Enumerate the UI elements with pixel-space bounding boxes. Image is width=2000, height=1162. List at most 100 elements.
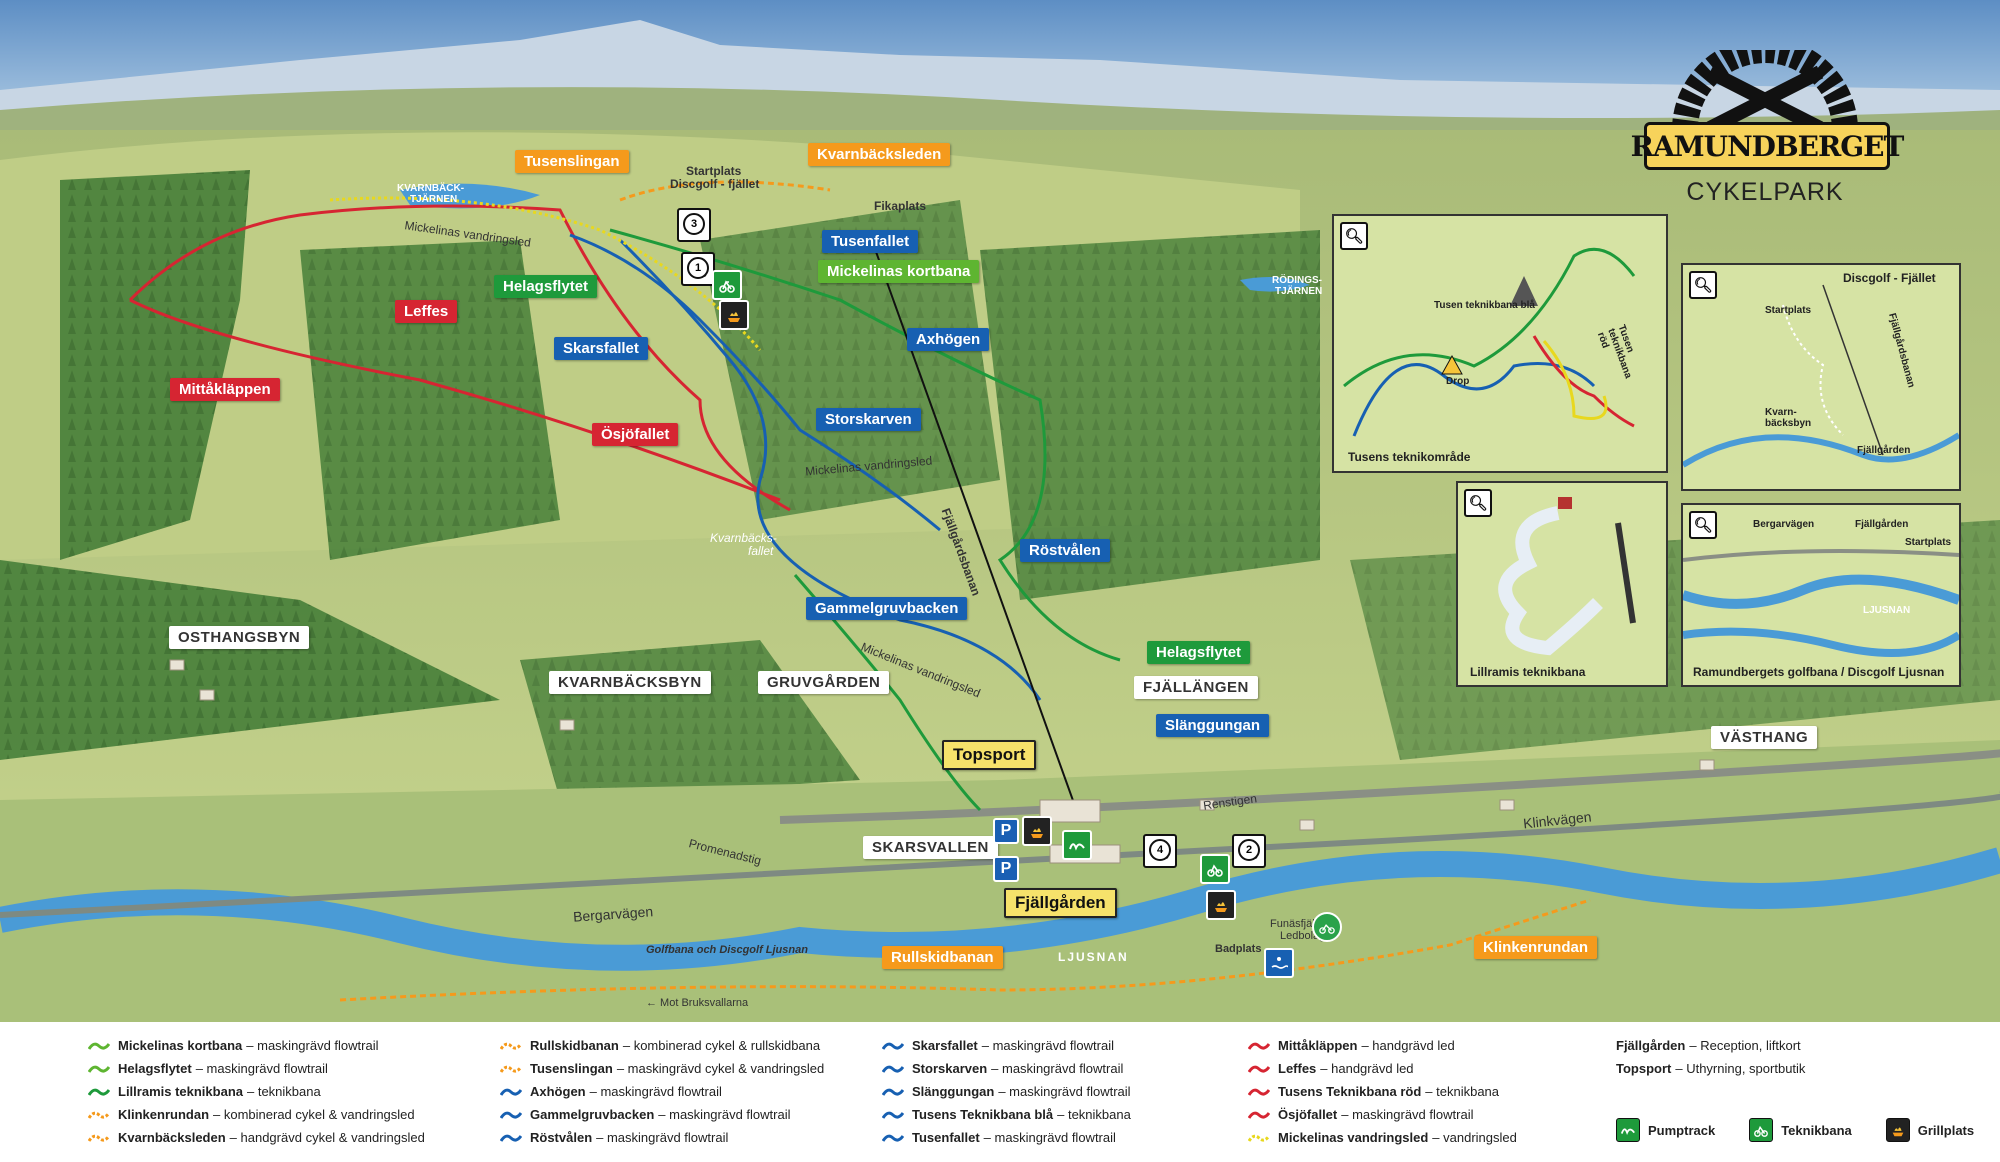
trail-label-klinkenrundan[interactable]: Klinkenrundan xyxy=(1474,936,1598,959)
trail-label-tusenslingan[interactable]: Tusenslingan xyxy=(515,150,629,173)
inset-3-title: Discgolf - Fjället xyxy=(1843,271,1936,285)
legend-item-name: Axhögen xyxy=(530,1084,586,1099)
trail-label-storskarven[interactable]: Storskarven xyxy=(816,408,921,431)
pumptrack-icon xyxy=(1062,830,1092,860)
inset-lillramis-teknikbana[interactable]: 🔍︎ Lillramis teknikbana xyxy=(1456,481,1668,687)
trail-label-helagsflytet-bottom[interactable]: Helagsflytet xyxy=(1147,641,1251,664)
place-fjallgarden[interactable]: Fjällgården xyxy=(1004,888,1117,918)
trail-label-tusenfallet[interactable]: Tusenfallet xyxy=(822,230,919,253)
inset-discgolf-fjallet[interactable]: 🔍︎ Discgolf - Fjället Startplats Kvarn- … xyxy=(1681,263,1961,491)
grill-icon xyxy=(719,300,749,330)
legend-item-name: Slänggungan xyxy=(912,1084,995,1099)
swimming-icon xyxy=(1264,948,1294,978)
legend-item-desc: – Uthyrning, sportbutik xyxy=(1675,1061,1806,1076)
inset-4-fjallgarden: Fjällgården xyxy=(1855,519,1909,530)
inset-1-magnifier-icon: 🔍︎ xyxy=(1340,222,1368,250)
legend-item-desc: – handgrävd led xyxy=(1361,1038,1455,1053)
place-gruvgarden: GRUVGÅRDEN xyxy=(758,671,890,694)
legend-item: Fjällgården – Reception, liftkort xyxy=(1616,1034,1805,1057)
inset-golfbana[interactable]: 🔍︎ Bergarvägen Fjällgården Startplats LJ… xyxy=(1681,503,1961,687)
legend-swatch xyxy=(881,1109,905,1121)
legend-item-name: Mickelinas vandringsled xyxy=(1278,1130,1429,1145)
legend-swatch xyxy=(1247,1086,1271,1098)
legend-item-desc: – maskingrävd flowtrail xyxy=(991,1061,1124,1076)
trail-label-osjofallet[interactable]: Ösjöfallet xyxy=(592,423,679,446)
inset-4-bergarvagen: Bergarvägen xyxy=(1753,519,1815,530)
trail-label-mittaklappen[interactable]: Mittåkläppen xyxy=(170,378,280,401)
legend-teknikbana: Teknikbana xyxy=(1749,1118,1852,1142)
trail-label-axhogen[interactable]: Axhögen xyxy=(907,328,990,351)
legend-column-2: Rullskidbanan – kombinerad cykel & rulls… xyxy=(499,1034,824,1149)
legend-swatch xyxy=(881,1063,905,1075)
legend-item: Leffes – handgrävd led xyxy=(1247,1057,1517,1080)
place-kvarnbacksbyn: KVARNBÄCKSBYN xyxy=(549,671,711,694)
map-label-golfbana: Golfbana och Discgolf Ljusnan xyxy=(646,944,808,956)
legend-swatch xyxy=(881,1040,905,1052)
legend-swatch xyxy=(499,1132,523,1144)
trail-map[interactable]: Tusenslingan Kvarnbäcksleden Tusenfallet… xyxy=(0,0,2000,1022)
legend-item-name: Rullskidbanan xyxy=(530,1038,619,1053)
legend-pumptrack-label: Pumptrack xyxy=(1648,1122,1716,1138)
legend-swatch xyxy=(499,1063,523,1075)
legend-item-desc: – maskingrävd flowtrail xyxy=(596,1130,729,1145)
trail-label-rostvalen[interactable]: Röstvålen xyxy=(1020,539,1110,562)
legend-item-desc: – maskingrävd flowtrail xyxy=(658,1107,791,1122)
grill-icon-village xyxy=(1022,816,1052,846)
legend-swatch xyxy=(1247,1132,1271,1144)
legend-item-desc: – teknikbana xyxy=(247,1084,321,1099)
map-label-startplats: Startplats xyxy=(686,164,742,178)
legend-item-name: Skarsfallet xyxy=(912,1038,978,1053)
trail-label-rullskidbanan[interactable]: Rullskidbanan xyxy=(882,946,1003,969)
legend-item-name: Mittåkläppen xyxy=(1278,1038,1358,1053)
legend-item-desc: – maskingrävd flowtrail xyxy=(246,1038,379,1053)
map-label-kvarnback-tjarnen-2: TJÄRNEN xyxy=(410,194,458,205)
legend-item: Tusenslingan – maskingrävd cykel & vandr… xyxy=(499,1057,824,1080)
legend-item-name: Fjällgården xyxy=(1616,1038,1686,1053)
map-label-discgolf-fjallet: Discgolf - fjället xyxy=(670,177,760,191)
legend-item: Mittåkläppen – handgrävd led xyxy=(1247,1034,1517,1057)
inset-4-ljusnan: LJUSNAN xyxy=(1863,605,1911,616)
ledbolag-bike-icon xyxy=(1312,912,1342,942)
legend-item: Skarsfallet – maskingrävd flowtrail xyxy=(881,1034,1131,1057)
legend-swatch xyxy=(881,1132,905,1144)
chainring-icon xyxy=(1672,37,1858,135)
legend-swatch xyxy=(87,1063,111,1075)
legend-item: Ösjöfallet – maskingrävd flowtrail xyxy=(1247,1103,1517,1126)
legend-item-desc: – kombinerad cykel & rullskidbana xyxy=(622,1038,821,1053)
legend-swatch xyxy=(1247,1109,1271,1121)
legend-item: Rullskidbanan – kombinerad cykel & rulls… xyxy=(499,1034,824,1057)
teknikbana-icon-village xyxy=(1200,854,1230,884)
legend-item-name: Topsport xyxy=(1616,1061,1672,1076)
inset-4-title: Ramundbergets golfbana / Discgolf Ljusna… xyxy=(1693,665,1945,679)
inset-4-startplats: Startplats xyxy=(1905,537,1952,548)
legend-item-name: Tusenfallet xyxy=(912,1130,980,1145)
legend-icons: Pumptrack Teknikbana Grillplats xyxy=(1616,1118,2000,1142)
teknikbana-icon xyxy=(712,270,742,300)
place-vasthang: VÄSTHANG xyxy=(1711,726,1818,749)
inset-tusens-teknikomrade[interactable]: 🔍︎ Tusen teknikbana blå Tusen teknikbana… xyxy=(1332,214,1668,473)
legend-item: Gammelgruvbacken – maskingrävd flowtrail xyxy=(499,1103,824,1126)
trail-label-slanggungan[interactable]: Slänggungan xyxy=(1156,714,1269,737)
inset-1-number: 1 xyxy=(687,257,709,279)
legend-item-name: Helagsflytet xyxy=(118,1061,192,1076)
legend-item-name: Leffes xyxy=(1278,1061,1317,1076)
inset-3-startplats: Startplats xyxy=(1765,305,1812,316)
legend-item: Röstvålen – maskingrävd flowtrail xyxy=(499,1126,824,1149)
legend-item-name: Klinkenrundan xyxy=(118,1107,210,1122)
trail-label-mickelinas-kortbana[interactable]: Mickelinas kortbana xyxy=(818,260,980,283)
legend-swatch xyxy=(1247,1040,1271,1052)
trail-label-leffes[interactable]: Leffes xyxy=(395,300,458,323)
inset-3-magnifier-icon: 🔍︎ xyxy=(1689,271,1717,299)
trail-label-gammelgruvbacken[interactable]: Gammelgruvbacken xyxy=(806,597,968,620)
legend-item-desc: – maskingrävd flowtrail xyxy=(983,1130,1116,1145)
inset-3-number: 3 xyxy=(683,213,705,235)
parking-icon-2: P xyxy=(993,856,1019,882)
legend-item-desc: – handgrävd led xyxy=(1320,1061,1414,1076)
place-fjallangen: FJÄLLÄNGEN xyxy=(1134,676,1258,699)
trail-label-skarsfallet[interactable]: Skarsfallet xyxy=(554,337,648,360)
trail-label-helagsflytet-top[interactable]: Helagsflytet xyxy=(494,275,598,298)
place-topsport[interactable]: Topsport xyxy=(942,740,1037,770)
trail-label-kvarnbacksleden[interactable]: Kvarnbäcksleden xyxy=(808,143,951,166)
legend-item-desc: – Reception, liftkort xyxy=(1689,1038,1801,1053)
